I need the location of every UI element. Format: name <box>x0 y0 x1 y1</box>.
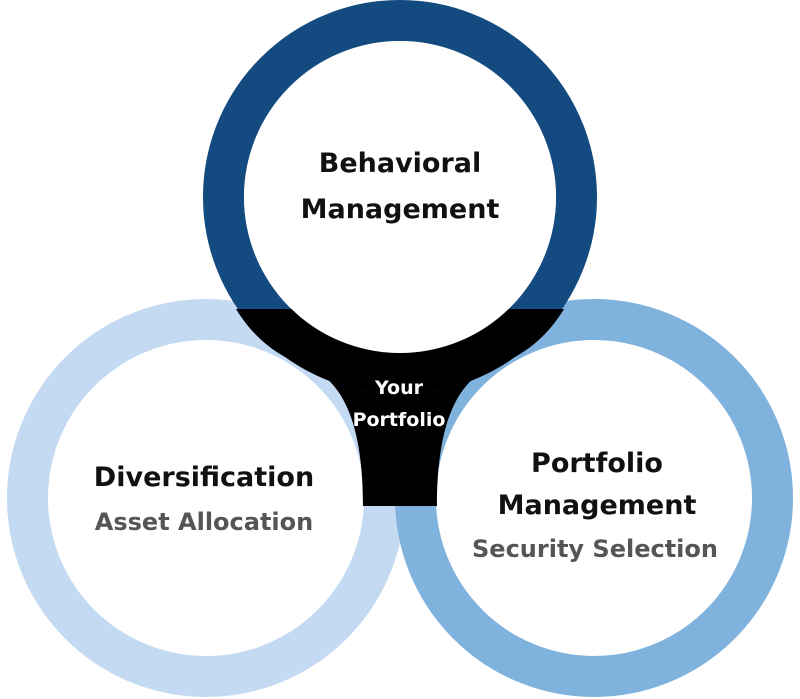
asset-allocation-subtitle: Asset Allocation <box>95 508 313 536</box>
behavioral-title-line1: Behavioral <box>319 148 482 179</box>
behavioral-management-inner <box>244 41 556 353</box>
diversification-title: Diversification <box>94 462 314 493</box>
your-portfolio-label-line2: Portfolio <box>353 409 446 431</box>
your-portfolio-label-line1: Your <box>374 377 424 399</box>
security-selection-subtitle: Security Selection <box>472 535 718 563</box>
portfolio-management-title-line1: Portfolio <box>531 448 663 479</box>
portfolio-management-title-line2: Management <box>498 490 697 521</box>
behavioral-title-line2: Management <box>301 194 500 225</box>
